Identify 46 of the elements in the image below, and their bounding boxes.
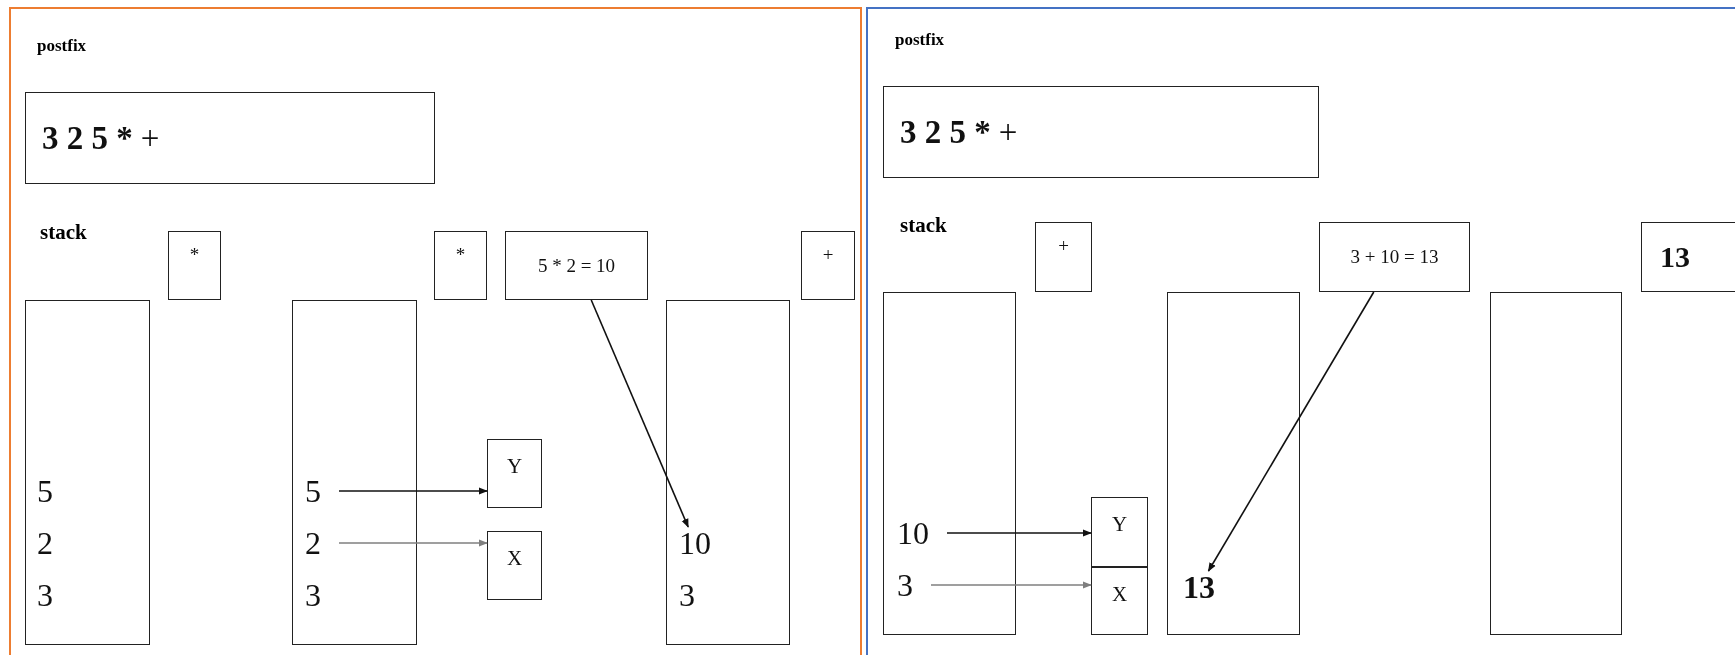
panel-frame: [9, 7, 862, 655]
expression-text: 3 2 5 *: [900, 115, 991, 149]
arrow: [338, 487, 488, 495]
expression-text: +: [998, 115, 1018, 149]
stack-box: [666, 300, 790, 645]
stack-value: 5: [37, 475, 53, 507]
panel-title: postfix: [37, 37, 87, 54]
stack-value: 3: [679, 579, 695, 611]
stack-value: 5: [305, 475, 321, 507]
operand-box: Y: [487, 439, 542, 508]
arrow: [590, 299, 689, 528]
arrow: [946, 529, 1092, 537]
arrow: [930, 581, 1092, 589]
operand-box: X: [487, 531, 542, 600]
operator-box: +: [801, 231, 855, 300]
operand-box: X: [1091, 567, 1148, 635]
operator-box: +: [1035, 222, 1092, 292]
panel-frame: [866, 7, 1735, 655]
equation-box: 3 + 10 = 13: [1319, 222, 1470, 292]
stack-value: 3: [305, 579, 321, 611]
arrow: [338, 539, 488, 547]
panel-title: postfix: [895, 31, 945, 48]
stack-box: [883, 292, 1016, 635]
operator-box: *: [434, 231, 487, 300]
stack-value: 2: [305, 527, 321, 559]
stack-box: [1167, 292, 1300, 635]
expression-text: 3 2 5 *: [42, 121, 133, 155]
stack-box: [25, 300, 150, 645]
stack-value: 2: [37, 527, 53, 559]
expression-box: [25, 92, 435, 184]
result-box: 13: [1641, 222, 1735, 292]
section-label: stack: [900, 215, 947, 236]
section-label: stack: [40, 222, 87, 243]
expression-box: [883, 86, 1319, 178]
stack-value: 3: [37, 579, 53, 611]
stack-value: 3: [897, 569, 913, 601]
stack-box: [292, 300, 417, 645]
expression-text: +: [140, 121, 160, 155]
equation-box: 5 * 2 = 10: [505, 231, 648, 300]
stack-value: 10: [679, 527, 711, 559]
operand-box: Y: [1091, 497, 1148, 567]
stack-value: 10: [897, 517, 929, 549]
arrow: [1207, 291, 1375, 572]
stack-value: 13: [1183, 571, 1215, 603]
operator-box: *: [168, 231, 221, 300]
stack-box: [1490, 292, 1622, 635]
